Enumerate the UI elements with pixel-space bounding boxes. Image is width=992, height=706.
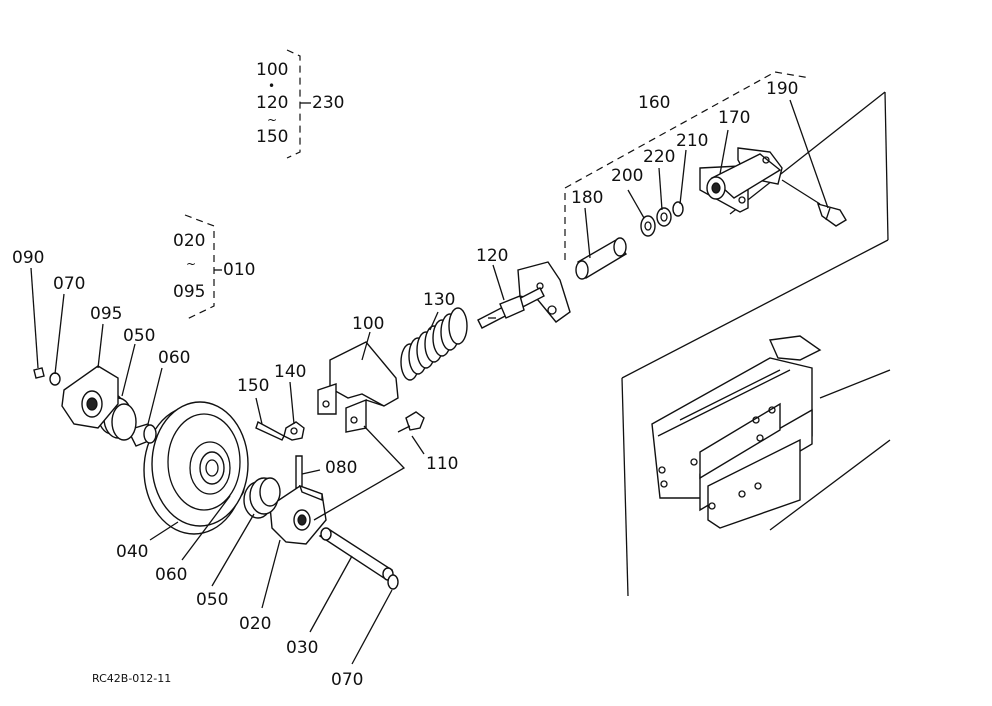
label-100: 100 [352,314,385,334]
label-190: 190 [766,79,799,99]
part-150-split-pin [255,420,285,441]
part-070-snap-ring-lower [387,574,399,590]
part-220-washer [656,207,672,227]
group-010-item-1: 020 [173,231,206,251]
label-200: 200 [611,166,644,186]
label-160: 160 [638,93,671,113]
label-030: 030 [286,638,319,658]
part-120-tension-bolt [477,261,571,329]
part-210-snap-ring [672,201,684,217]
part-200-washer [640,215,656,237]
leader-lines [30,99,829,665]
label-060-lower: 060 [155,565,188,585]
bracket-010 [184,214,215,321]
part-050-seal-lower [243,477,281,519]
part-095-housing [61,365,119,429]
part-140-nut [283,421,305,441]
part-080-pin [295,455,303,489]
label-070-upper: 070 [53,274,86,294]
part-040-idler-wheel [143,401,249,535]
part-180-collar [575,237,628,280]
part-020-housing [269,484,327,545]
group-010-number: 010 [223,260,256,280]
part-130-spring [400,307,468,381]
part-100-yoke [317,341,399,433]
group-160-outline [564,71,811,260]
label-050-upper: 050 [123,326,156,346]
label-220: 220 [643,147,676,167]
part-070-snap-ring-upper [49,372,61,386]
label-020: 020 [239,614,272,634]
label-210: 210 [676,131,709,151]
label-080: 080 [325,458,358,478]
group-230-joiner-1: • [268,79,276,93]
label-040: 040 [116,542,149,562]
part-170-bracket [699,147,783,213]
label-070-lower: 070 [331,670,364,690]
label-140: 140 [274,362,307,382]
frame-inset [621,91,891,597]
label-180: 180 [571,188,604,208]
label-150: 150 [237,376,270,396]
group-230-item-2: 120 [256,93,289,113]
group-230-item-3: 150 [256,127,289,147]
part-030-shaft [318,527,394,581]
label-060-upper: 060 [158,348,191,368]
bracket-230 [286,49,301,159]
diagram-reference-code: RC42B-012-11 [92,672,172,685]
group-230-item-1: 100 [256,60,289,80]
label-130: 130 [423,290,456,310]
group-010-item-2: 095 [173,282,206,302]
label-120: 120 [476,246,509,266]
label-090: 090 [12,248,45,268]
group-230-number: 230 [312,93,345,113]
part-090-fitting [33,367,45,379]
label-050-lower: 050 [196,590,229,610]
label-170: 170 [718,108,751,128]
part-110-bolt [397,411,425,433]
part-190-grease-nipple [781,179,847,227]
label-095: 095 [90,304,123,324]
group-010-joiner: ~ [186,257,197,271]
group-230-joiner-2: ~ [267,113,278,127]
label-110: 110 [426,454,459,474]
